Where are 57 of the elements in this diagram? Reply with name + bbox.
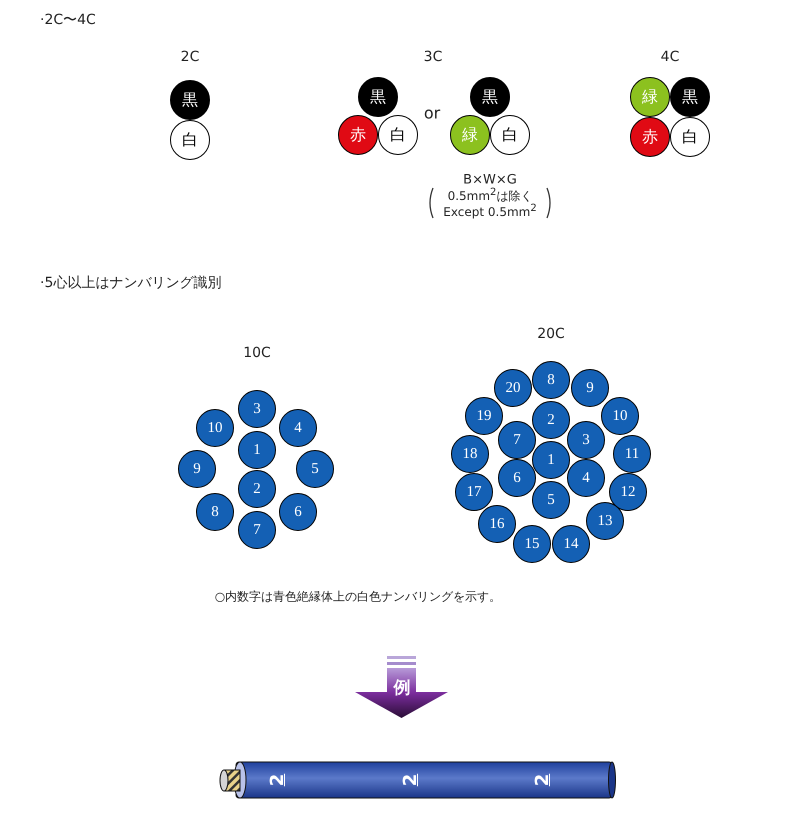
- numbered-core-circle: 14: [552, 525, 590, 563]
- numbered-core-circle: 18: [451, 435, 489, 473]
- numbered-core-circle: 6: [279, 493, 317, 531]
- numbered-core-circle: 2: [238, 470, 276, 508]
- numbered-core-circle: 1: [238, 431, 276, 469]
- number-mark: 2: [532, 772, 554, 788]
- numbered-core-circle: 6: [498, 459, 536, 497]
- core-circle: 黒: [670, 77, 710, 117]
- numbered-core-circle: 3: [567, 421, 605, 459]
- core-circle: 緑: [630, 77, 670, 117]
- section-heading: ·2C〜4C: [40, 11, 96, 29]
- core-circle: 黒: [470, 77, 510, 117]
- numbered-core-circle: 16: [478, 505, 516, 543]
- numbered-core-circle: 2: [532, 401, 570, 439]
- numbered-core-circle: 12: [609, 473, 647, 511]
- cable-label: 20C: [537, 326, 565, 342]
- numbered-core-circle: 7: [498, 421, 536, 459]
- numbered-core-circle: 9: [178, 450, 216, 488]
- numbered-core-circle: 17: [455, 473, 493, 511]
- numbered-core-circle: 5: [296, 450, 334, 488]
- numbered-core-circle: 8: [532, 361, 570, 399]
- core-circle: 緑: [450, 115, 490, 155]
- core-circle: 赤: [338, 115, 378, 155]
- section-heading: ·5心以上はナンバリング識別: [40, 274, 222, 292]
- numbered-core-circle: 11: [613, 435, 651, 473]
- core-circle: 黒: [170, 80, 210, 120]
- numbered-core-circle: 19: [465, 397, 503, 435]
- core-circle: 黒: [358, 77, 398, 117]
- numbered-core-circle: 4: [279, 409, 317, 447]
- core-circle: 白: [490, 115, 530, 155]
- number-mark: 2: [267, 772, 289, 788]
- numbered-core-circle: 3: [238, 390, 276, 428]
- note-text: 0.5mm$^{2}$は除く: [448, 187, 532, 204]
- cable-label: 2C: [180, 49, 200, 65]
- numbered-core-circle: 1: [532, 441, 570, 479]
- cable-label: 4C: [660, 49, 680, 65]
- core-circle: 白: [378, 115, 418, 155]
- note-text: B×W×G: [463, 172, 517, 188]
- cable-label: 3C: [424, 49, 442, 65]
- note-text: Except 0.5mm$^{2}$: [443, 203, 537, 219]
- note-text: ○内数字は青色絶縁体上の白色ナンバリングを示す。: [214, 588, 502, 606]
- or-text: or: [424, 104, 440, 122]
- cable-label: 10C: [243, 345, 271, 361]
- core-circle: 白: [170, 120, 210, 160]
- core-circle: 赤: [630, 117, 670, 157]
- numbered-core-circle: 10: [601, 397, 639, 435]
- number-mark: 2: [400, 772, 422, 788]
- numbered-core-circle: 5: [532, 481, 570, 519]
- numbered-core-circle: 9: [571, 369, 609, 407]
- numbered-core-circle: 13: [586, 502, 624, 540]
- numbered-core-circle: 4: [567, 459, 605, 497]
- numbered-core-circle: 10: [196, 409, 234, 447]
- numbered-core-circle: 8: [196, 493, 234, 531]
- core-circle: 白: [670, 117, 710, 157]
- numbered-core-circle: 15: [513, 525, 551, 563]
- numbered-core-circle: 7: [238, 511, 276, 549]
- numbered-core-circle: 20: [494, 369, 532, 407]
